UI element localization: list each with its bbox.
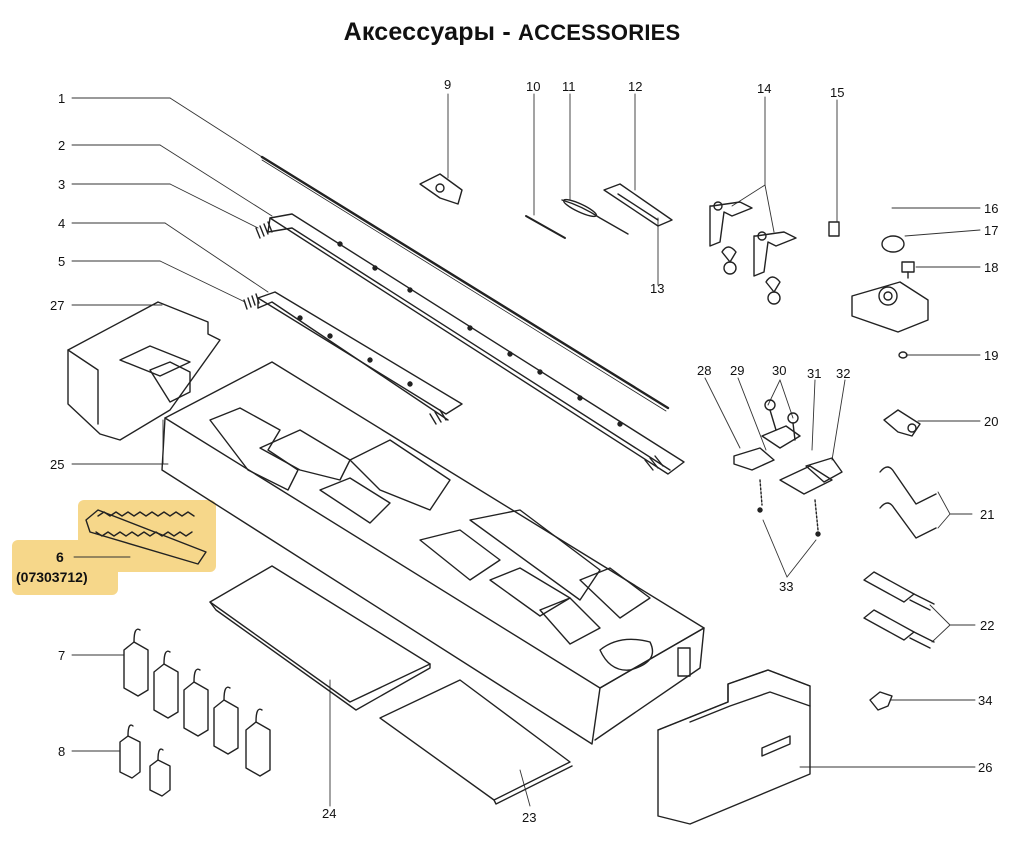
callout-9: 9 (444, 77, 452, 92)
diagram-title: Аксессуары - ACCESSORIES (0, 18, 1024, 47)
callout-19: 19 (984, 348, 999, 363)
part-22-plates (863, 571, 935, 649)
part-1-rod (260, 155, 670, 412)
part-34-clip (869, 691, 893, 711)
callout-15: 15 (830, 85, 845, 100)
callout-28: 28 (697, 363, 712, 378)
part-23-panel (379, 679, 573, 805)
callout-2: 2 (58, 138, 66, 153)
part-4-rail (257, 291, 463, 425)
part-21-springs (879, 466, 937, 539)
part-14-clamps (709, 201, 797, 305)
callout-3: 3 (58, 177, 66, 192)
callout-17: 17 (984, 223, 999, 238)
callout-25: 25 (50, 457, 65, 472)
part-28-33-assembly (733, 399, 843, 537)
callout-23: 23 (522, 810, 537, 825)
callout-12: 12 (628, 79, 643, 94)
part-16-holder-block (851, 281, 929, 333)
callout-34: 34 (978, 693, 993, 708)
part-27-end-cover (67, 301, 221, 441)
callout-4: 4 (58, 216, 66, 231)
callout-27: 27 (50, 298, 65, 313)
callout-22: 22 (980, 618, 995, 633)
part-25-storage-tray (161, 361, 705, 745)
part-17-cap (881, 235, 905, 253)
callout-5: 5 (58, 254, 66, 269)
part-12-holder (603, 183, 673, 227)
part-15-clip (828, 221, 840, 237)
part-11-transfer-tool (561, 198, 629, 235)
callout-14: 14 (757, 81, 772, 96)
part-18-screw (901, 261, 915, 279)
part-3-brush (255, 221, 273, 239)
callout-30: 30 (772, 363, 787, 378)
callout-24: 24 (322, 806, 337, 821)
title-english: ACCESSORIES (518, 20, 681, 45)
callout-16: 16 (984, 201, 999, 216)
callout-29: 29 (730, 363, 745, 378)
callout-1: 1 (58, 91, 66, 106)
part-24-panel (209, 565, 431, 711)
part-9-clip (419, 173, 463, 205)
part-19-washer (898, 351, 908, 359)
callout-13: 13 (650, 281, 665, 296)
callout-31: 31 (807, 366, 822, 381)
part-8-weights (119, 724, 171, 797)
callout-8: 8 (58, 744, 66, 759)
callout-18: 18 (984, 260, 999, 275)
part-10-tool (525, 215, 566, 239)
part-5-brush (243, 293, 260, 310)
part-7-weights (123, 628, 271, 777)
callout-21: 21 (980, 507, 995, 522)
callout-11: 11 (562, 79, 576, 94)
leader-lines (71, 93, 981, 807)
part-6-highlight (78, 500, 216, 572)
callout-33: 33 (779, 579, 794, 594)
callout-20: 20 (984, 414, 999, 429)
callout-26: 26 (978, 760, 993, 775)
part-6-comb (85, 509, 207, 565)
part-26-end-cover (657, 669, 811, 825)
callout-10: 10 (526, 79, 541, 94)
callout-7: 7 (58, 648, 66, 663)
part-2-rail (267, 213, 685, 475)
callout-32: 32 (836, 366, 851, 381)
part-20-cam (883, 409, 921, 437)
part-6-code: (07303712) (16, 569, 88, 585)
callout-6: 6 (56, 549, 64, 565)
title-russian: Аксессуары - (343, 18, 519, 46)
